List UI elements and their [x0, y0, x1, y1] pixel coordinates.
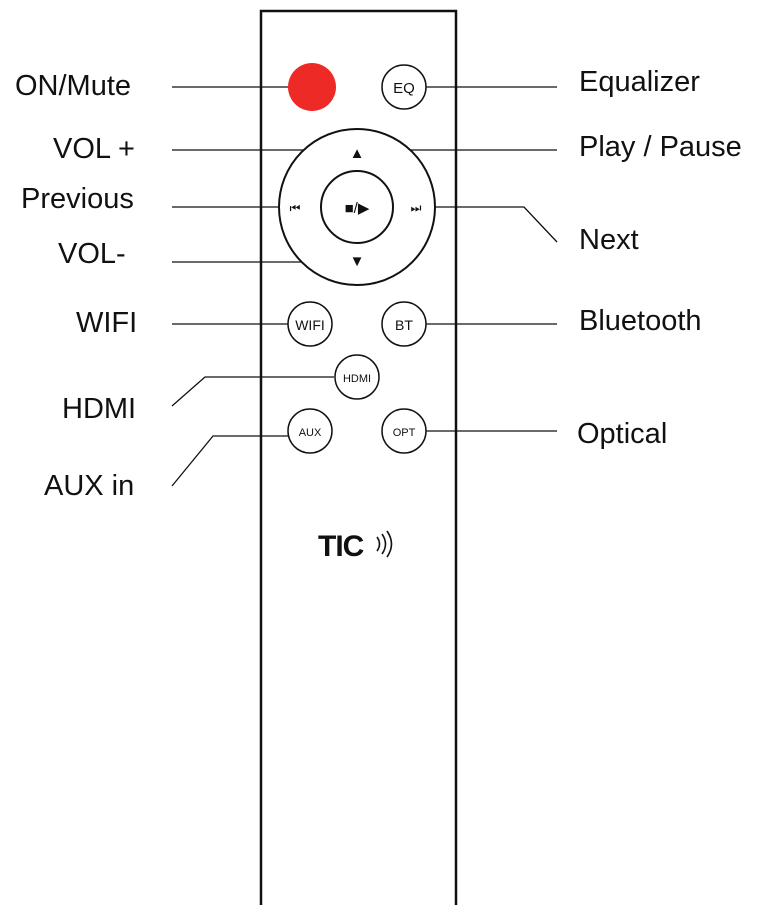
tic-logo: TIC — [318, 530, 393, 563]
label-vol-plus: VOL + — [53, 133, 135, 165]
eq-button[interactable]: EQ — [381, 64, 427, 110]
label-bluetooth: Bluetooth — [579, 305, 702, 337]
aux-button-label: AUX — [299, 427, 322, 439]
label-hdmi: HDMI — [62, 393, 137, 425]
label-vol-minus: VOL- — [58, 238, 126, 270]
speaker-wave-icon — [376, 530, 393, 558]
label-on-mute: ON/Mute — [15, 70, 132, 102]
previous-button[interactable]: ⏮ — [290, 201, 301, 215]
power-button[interactable] — [288, 63, 336, 111]
hdmi-button[interactable]: HDMI — [334, 354, 380, 400]
vol-up-button[interactable]: ▲ — [350, 145, 365, 162]
aux-button[interactable]: AUX — [287, 408, 333, 454]
wifi-button[interactable]: WIFI — [287, 301, 333, 347]
bt-button[interactable]: BT — [381, 301, 427, 347]
opt-button-label: OPT — [393, 427, 416, 439]
label-aux-in: AUX in — [44, 470, 135, 502]
label-equalizer: Equalizer — [579, 66, 700, 98]
label-play-pause: Play / Pause — [579, 131, 742, 163]
callout-line-aux — [171, 435, 288, 487]
opt-button[interactable]: OPT — [381, 408, 427, 454]
play-pause-button[interactable]: ■/▶ — [320, 170, 394, 244]
next-button[interactable]: ⏭ — [411, 201, 422, 215]
bt-button-label: BT — [395, 317, 413, 333]
label-optical: Optical — [577, 418, 668, 450]
remote-body — [259, 9, 458, 905]
callout-line-next — [433, 206, 558, 243]
play-pause-glyph: ■/▶ — [345, 200, 370, 217]
callout-lines-left — [171, 86, 352, 487]
label-wifi: WIFI — [76, 307, 138, 339]
hdmi-button-label: HDMI — [343, 373, 371, 385]
logo-text: TIC — [318, 530, 364, 563]
wifi-button-label: WIFI — [295, 317, 325, 333]
eq-button-label: EQ — [393, 80, 415, 97]
label-previous: Previous — [21, 183, 134, 215]
label-next: Next — [579, 224, 639, 256]
vol-down-button[interactable]: ▼ — [350, 253, 365, 270]
callout-line-hdmi — [171, 376, 334, 407]
